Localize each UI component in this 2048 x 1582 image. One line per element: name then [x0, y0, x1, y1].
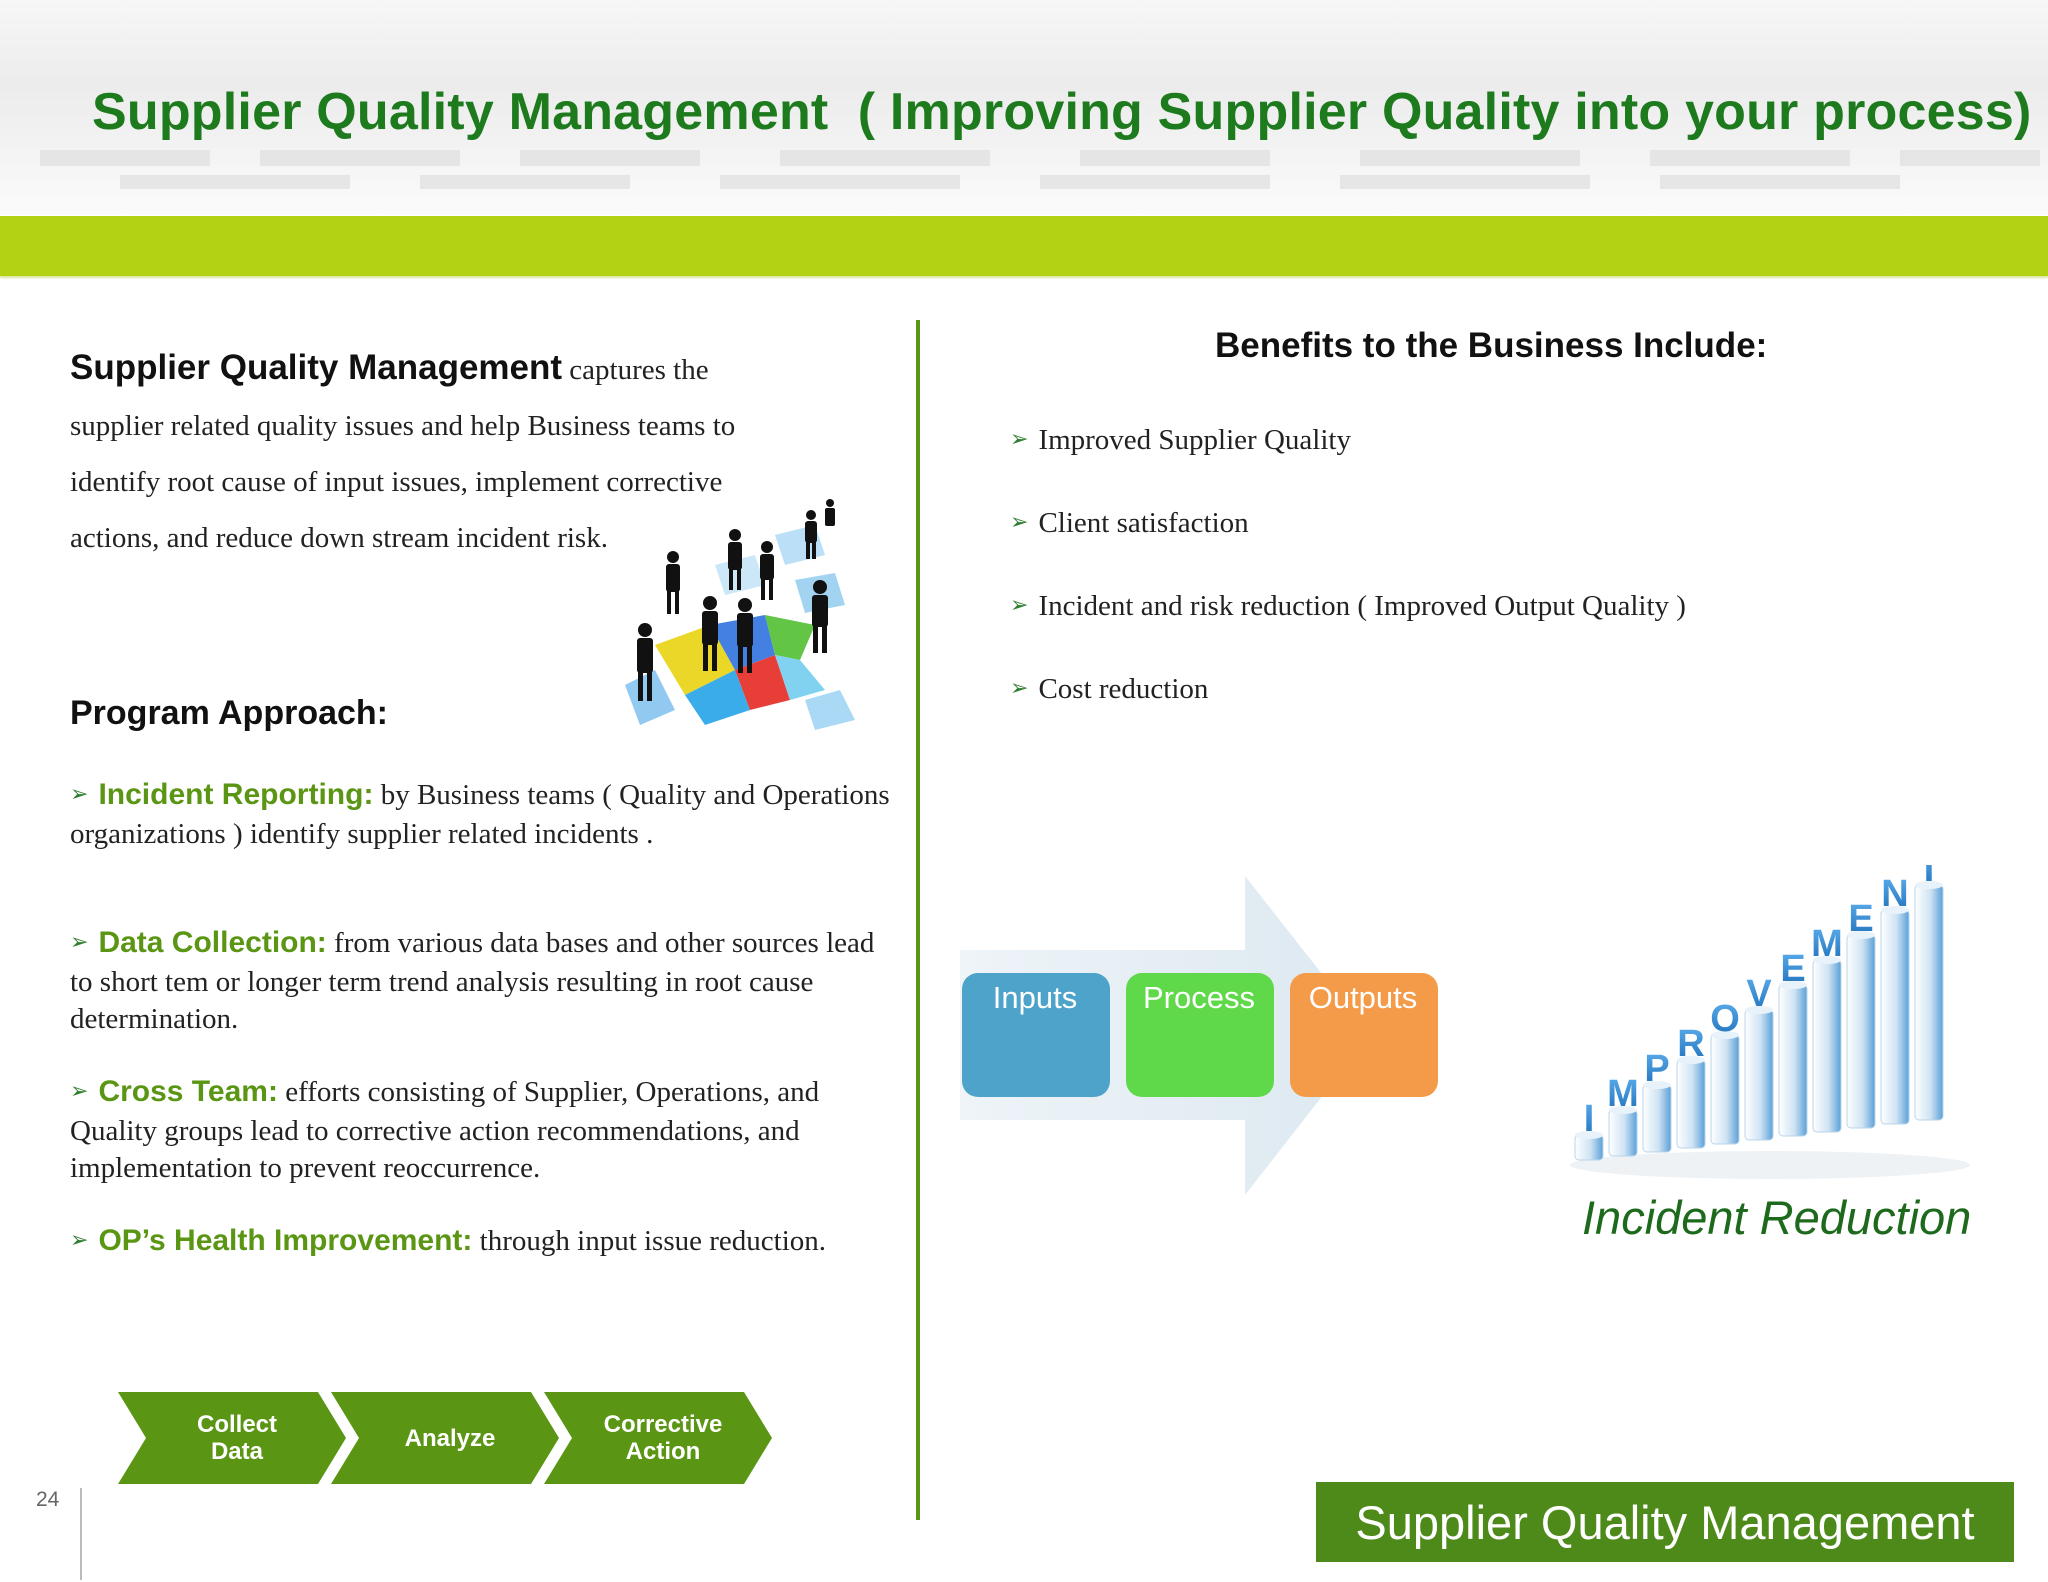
improvement-letter: M — [1607, 1073, 1639, 1115]
chevron-label-line2: Data — [210, 1438, 263, 1465]
column-divider — [916, 320, 920, 1520]
improvement-bar-cap — [1847, 931, 1875, 939]
approach-text: by Business teams ( Quality and Operatio… — [70, 779, 890, 850]
improvement-bar — [1710, 1034, 1740, 1145]
accent-bar — [0, 216, 2048, 276]
header-background — [0, 0, 2048, 215]
improvement-bar-cap — [1813, 956, 1841, 964]
chevron-analyze: Analyze — [331, 1392, 569, 1484]
approach-keyword: Incident Reporting — [98, 778, 364, 811]
improvement-bar-cap — [1745, 1006, 1773, 1014]
approach-keyword: Cross Team: — [98, 1075, 278, 1108]
arrow-bullet-icon: ➢ — [1010, 510, 1029, 535]
improvement-letter: T — [1917, 865, 1940, 890]
arrow-bullet-icon: ➢ — [1010, 427, 1029, 452]
ipo-inputs-label: Inputs — [992, 980, 1078, 1015]
arrow-bullet-icon: ➢ — [1010, 676, 1029, 701]
chevron-label-line1: Corrective — [603, 1411, 723, 1438]
improvement-bar-cap — [1575, 1131, 1603, 1139]
improvement-bar — [1880, 909, 1910, 1125]
improvement-letter: E — [1848, 898, 1873, 940]
arrow-bullet-icon: ➢ — [70, 782, 89, 807]
chevron-label-line1: Analyze — [404, 1424, 496, 1452]
chevron-label-line2: Action — [625, 1438, 701, 1465]
improvement-bar-cap — [1609, 1106, 1637, 1114]
arrow-bullet-icon: ➢ — [70, 1079, 89, 1104]
approach-text: from various data bases and other source… — [70, 927, 875, 1035]
approach-item-ops-health: ➢ OP’s Health Improvement: through input … — [70, 1222, 900, 1262]
header-texture — [40, 150, 2040, 189]
process-box — [1126, 973, 1274, 1097]
approach-item-incident-reporting: ➢ Incident Reporting: by Business teams (… — [70, 776, 900, 853]
improvement-bar — [1812, 959, 1842, 1133]
chevron-shape — [331, 1392, 559, 1484]
improvement-bar — [1846, 934, 1876, 1129]
approach-keyword-sep: : — [363, 778, 374, 811]
benefit-item: ➢ Improved Supplier Quality — [1010, 424, 1351, 457]
arrow-bullet-icon: ➢ — [1010, 593, 1029, 618]
benefit-item: ➢ Client satisfaction — [1010, 507, 1249, 540]
benefit-item: ➢ Cost reduction — [1010, 673, 1208, 706]
chevron-label-line1: Collect — [196, 1411, 277, 1438]
improvement-letter: P — [1644, 1048, 1669, 1090]
incident-reduction-caption: Incident Reduction — [1582, 1191, 1972, 1244]
benefit-text: Incident and risk reduction ( Improved O… — [1038, 590, 1686, 622]
improvement-letter: V — [1746, 973, 1772, 1015]
improvement-letter: R — [1677, 1023, 1704, 1065]
benefit-text: Cost reduction — [1038, 673, 1209, 705]
benefit-text: Client satisfaction — [1038, 507, 1249, 539]
improvement-letter: M — [1811, 923, 1843, 965]
benefits-heading: Benefits to the Business Include: — [1215, 326, 1768, 365]
improvement-letter: I — [1584, 1098, 1595, 1140]
arrow-bullet-icon: ➢ — [70, 1228, 89, 1253]
improvement-bar-cap — [1711, 1031, 1739, 1039]
page-title: Supplier Quality Management ( Improving … — [92, 83, 2032, 141]
intro-text: captures the supplier related quality is… — [70, 354, 736, 554]
improvement-bar-cap — [1643, 1081, 1671, 1089]
outputs-box — [1290, 973, 1438, 1097]
benefit-text: Improved Supplier Quality — [1038, 424, 1351, 456]
improvement-bar — [1642, 1084, 1672, 1153]
intro-paragraph: Supplier Quality Management captures the… — [70, 340, 770, 566]
benefit-item: ➢ Incident and risk reduction ( Improved … — [1010, 590, 1686, 623]
chevron-shape — [544, 1392, 772, 1484]
improvement-bar-cap — [1677, 1056, 1705, 1064]
business-people-puzzle-icon — [625, 499, 855, 730]
ipo-outputs-label: Outputs — [1308, 980, 1418, 1015]
improvement-bar-cap — [1779, 981, 1807, 989]
intro-lead: Supplier Quality Management — [70, 348, 563, 387]
ipo-process-label: Process — [1143, 980, 1255, 1015]
inputs-box — [962, 973, 1110, 1097]
improvement-bar-cap — [1881, 906, 1909, 914]
arrow-bullet-icon: ➢ — [70, 930, 89, 955]
improvement-bar — [1914, 884, 1944, 1121]
page-number: 24 — [36, 1488, 60, 1511]
approach-item-cross-team: ➢ Cross Team: efforts consisting of Suppl… — [70, 1073, 900, 1187]
improvement-letter: N — [1881, 873, 1908, 915]
improvement-bar-cap — [1915, 881, 1943, 889]
approach-keyword: OP’s Health Improvement: — [98, 1224, 473, 1257]
approach-text: through input issue reduction. — [472, 1225, 827, 1257]
approach-item-data-collection: ➢ Data Collection: from various data base… — [70, 924, 900, 1038]
chevron-label: Analyze — [331, 1392, 569, 1484]
improvement-bar — [1744, 1009, 1774, 1141]
footer-badge: Supplier Quality Management — [1316, 1482, 2014, 1562]
improvement-bar — [1608, 1109, 1638, 1157]
improvement-letter: E — [1780, 948, 1805, 990]
approach-keyword: Data Collection: — [98, 926, 327, 959]
page-number-divider — [80, 1488, 82, 1580]
chevron-shape — [118, 1392, 346, 1484]
approach-text: efforts consisting of Supplier, Operatio… — [70, 1076, 820, 1184]
improvement-letter: O — [1710, 998, 1740, 1040]
ipo-arrow-diagram — [960, 876, 1438, 1195]
improvement-bar — [1778, 984, 1808, 1137]
program-approach-heading: Program Approach: — [70, 694, 389, 732]
improvement-bar — [1676, 1059, 1706, 1149]
